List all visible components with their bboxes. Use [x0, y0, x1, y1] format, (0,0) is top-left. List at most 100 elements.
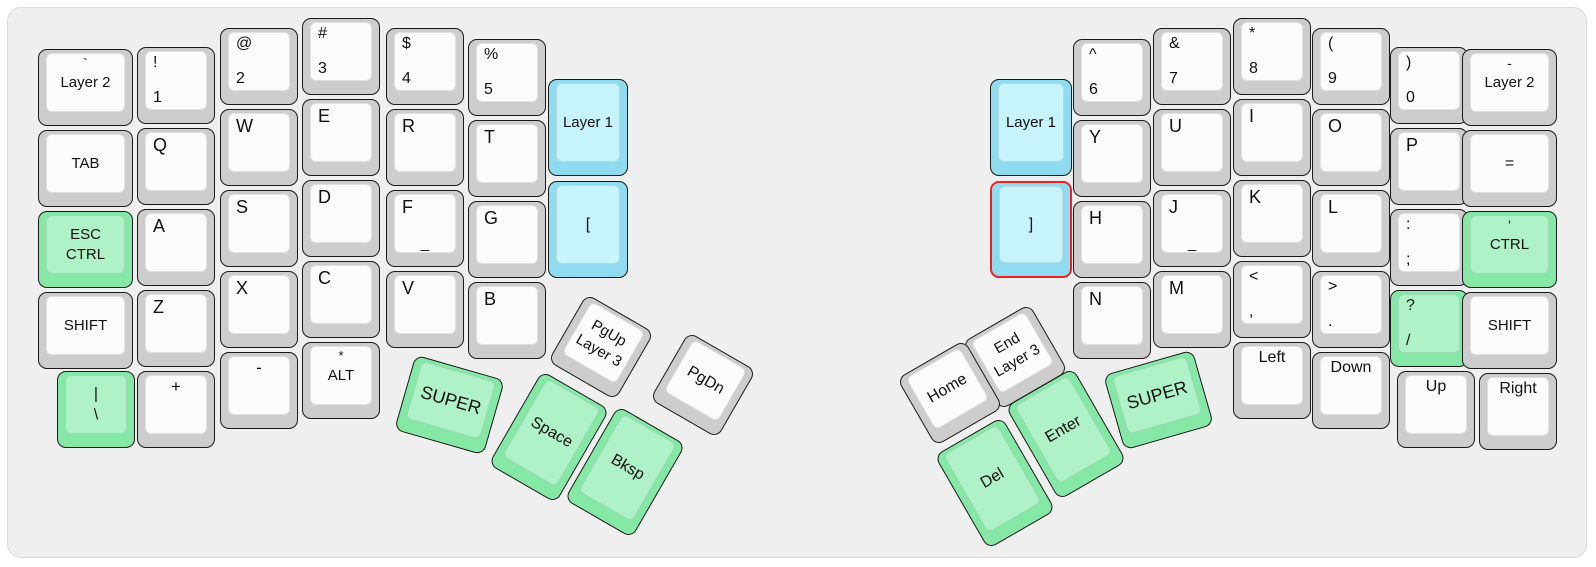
key-s[interactable]: S [220, 190, 298, 267]
key-dollar-4[interactable]: $4 [386, 28, 464, 105]
key-label: Right [1499, 380, 1537, 397]
key-backtick-layer2[interactable]: `Layer 2 [38, 49, 133, 126]
key-tab[interactable]: TAB [38, 130, 133, 207]
key-super-left[interactable]: SUPER [394, 354, 505, 456]
key-quote-ctrl[interactable]: 'CTRL [1462, 211, 1557, 288]
key-plus[interactable]: + [137, 371, 215, 448]
key-g[interactable]: G [468, 201, 546, 278]
key-j[interactable]: J_ [1153, 190, 1231, 267]
key-r[interactable]: R [386, 109, 464, 186]
key-arrow-down[interactable]: Down [1312, 352, 1390, 429]
key-percent-5[interactable]: %5 [468, 39, 546, 116]
key-label: Bksp [607, 451, 648, 484]
keycap-face: Up [1405, 375, 1467, 434]
keycap-face: X [228, 275, 290, 334]
keycap-face: I [1241, 103, 1303, 162]
key-caret-6[interactable]: ^6 [1073, 39, 1151, 116]
key-label: ; [1406, 251, 1411, 269]
key-equals[interactable]: = [1462, 130, 1557, 207]
key-at-2[interactable]: @2 [220, 28, 298, 105]
key-label: $ [402, 35, 411, 52]
key-label: S [236, 197, 249, 217]
key-d[interactable]: D [302, 180, 380, 257]
key-l[interactable]: L [1312, 190, 1390, 267]
key-excl-1[interactable]: !1 [137, 47, 215, 124]
key-y[interactable]: Y [1073, 120, 1151, 197]
key-hash-3[interactable]: #3 [302, 18, 380, 95]
key-minus[interactable]: - [220, 352, 298, 429]
keycap-face: K [1241, 184, 1303, 243]
key-paren-9[interactable]: (9 [1312, 28, 1390, 105]
key-t[interactable]: T [468, 120, 546, 197]
key-k[interactable]: K [1233, 180, 1311, 257]
key-b[interactable]: B [468, 282, 546, 359]
key-label: Home [924, 370, 971, 407]
key-label: PgDn [684, 363, 728, 398]
key-x[interactable]: X [220, 271, 298, 348]
key-label: C [318, 268, 331, 288]
key-label: , [1249, 303, 1254, 321]
key-shift-right[interactable]: SHIFT [1462, 292, 1557, 369]
key-arrow-up[interactable]: Up [1397, 371, 1475, 448]
key-pgdn[interactable]: PgDn [649, 331, 757, 439]
key-w[interactable]: W [220, 109, 298, 186]
key-label: ^ [1089, 46, 1097, 63]
key-amp-7[interactable]: &7 [1153, 28, 1231, 105]
key-m[interactable]: M [1153, 271, 1231, 348]
key-v[interactable]: V [386, 271, 464, 348]
key-question-slash[interactable]: ?/ [1390, 290, 1468, 367]
key-left-bracket[interactable]: [ [548, 181, 628, 278]
key-label: _ [420, 234, 430, 252]
key-z[interactable]: Z [137, 290, 215, 367]
keycap-face: )0 [1398, 51, 1460, 110]
key-lt-comma[interactable]: <, [1233, 261, 1311, 338]
key-label: SUPER [418, 381, 484, 419]
key-label: Layer 2 [1484, 73, 1535, 91]
keycap-face: Z [145, 294, 207, 353]
key-shift-left[interactable]: SHIFT [38, 292, 133, 369]
keycap-face: Q [145, 132, 207, 191]
key-u[interactable]: U [1153, 109, 1231, 186]
key-label: 8 [1249, 60, 1258, 78]
keycap-face: <, [1241, 265, 1303, 324]
key-label: Layer 1 [562, 113, 614, 131]
key-label: P [1406, 135, 1419, 155]
key-paren-0[interactable]: )0 [1390, 47, 1468, 124]
key-gt-period[interactable]: >. [1312, 271, 1390, 348]
key-label: ALT [327, 366, 355, 384]
keycap-face: N [1081, 286, 1143, 345]
key-arrow-left[interactable]: Left [1233, 342, 1311, 419]
key-a[interactable]: A [137, 209, 215, 286]
key-q[interactable]: Q [137, 128, 215, 205]
key-o[interactable]: O [1312, 109, 1390, 186]
keycap-face: ^6 [1081, 43, 1143, 102]
keycap-face: H [1081, 205, 1143, 264]
key-esc-ctrl[interactable]: ESC CTRL [38, 211, 133, 288]
key-layer1-right[interactable]: Layer 1 [990, 79, 1072, 176]
key-p[interactable]: P [1390, 128, 1468, 205]
key-f[interactable]: F_ [386, 190, 464, 267]
key-label: J [1169, 197, 1178, 217]
keycap-face: T [476, 124, 538, 183]
key-pipe-backslash[interactable]: | \ [57, 371, 135, 448]
key-layer1-left[interactable]: Layer 1 [548, 79, 628, 176]
key-arrow-right[interactable]: Right [1479, 373, 1557, 450]
keycap-face: | \ [65, 375, 127, 434]
key-star-alt[interactable]: *ALT [302, 342, 380, 419]
key-c[interactable]: C [302, 261, 380, 338]
key-minus-layer2[interactable]: -Layer 2 [1462, 49, 1557, 126]
keycap-face: 'CTRL [1470, 215, 1549, 274]
key-star-8[interactable]: *8 [1233, 18, 1311, 95]
key-e[interactable]: E [302, 99, 380, 176]
keycap-face: C [310, 265, 372, 324]
key-super-right[interactable]: SUPER [1103, 349, 1214, 451]
key-colon-semicolon[interactable]: :; [1390, 209, 1468, 286]
key-label: 3 [318, 60, 327, 78]
key-i[interactable]: I [1233, 99, 1311, 176]
key-label: Y [1089, 127, 1102, 147]
key-h[interactable]: H [1073, 201, 1151, 278]
key-n[interactable]: N [1073, 282, 1151, 359]
key-right-bracket[interactable]: ] [990, 181, 1072, 278]
keycap-face: G [476, 205, 538, 264]
keycap-face: @2 [228, 32, 290, 91]
